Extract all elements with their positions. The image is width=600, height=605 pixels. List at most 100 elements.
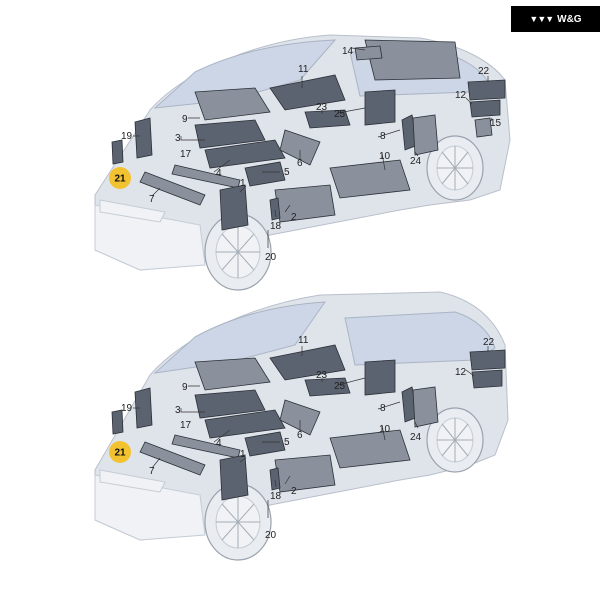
rear-wheel xyxy=(426,407,484,473)
part-1 xyxy=(219,184,249,231)
callout-1: 1 xyxy=(240,449,246,460)
callout-20: 20 xyxy=(265,530,277,541)
part-7 xyxy=(139,441,206,476)
callout-6: 6 xyxy=(297,430,303,441)
part-9 xyxy=(194,87,271,121)
callout-15: 15 xyxy=(490,118,502,129)
callout-24: 24 xyxy=(410,156,422,167)
callout-6: 6 xyxy=(297,158,303,169)
callout-12: 12 xyxy=(455,90,467,101)
part-4 xyxy=(204,139,286,169)
highlight-21: 21 xyxy=(109,167,131,189)
callout-24: 24 xyxy=(410,432,422,443)
roof-lining-part xyxy=(364,39,461,81)
callout-7: 7 xyxy=(149,194,155,205)
headlight xyxy=(99,469,166,493)
callout-20: 20 xyxy=(265,252,277,263)
front-wheel xyxy=(204,213,272,291)
part-24 xyxy=(412,114,439,156)
callout-3: 3 xyxy=(175,405,181,416)
part-24 xyxy=(412,386,439,428)
part-21 xyxy=(111,409,124,435)
callout-11: 11 xyxy=(298,335,309,346)
part-25 xyxy=(364,359,396,396)
part-1 xyxy=(219,454,249,501)
callout-21: 21 xyxy=(114,174,126,185)
estate-diagram: 11 22 12 23 25 9 19 3 17 21 4 5 6 8 10 2… xyxy=(94,291,509,561)
callout-5: 5 xyxy=(284,437,290,448)
callout-4: 4 xyxy=(216,438,222,449)
callout-9: 9 xyxy=(182,382,188,393)
callout-4: 4 xyxy=(216,168,222,179)
callout-18: 18 xyxy=(270,491,282,502)
headlight xyxy=(99,199,166,223)
callout-8: 8 xyxy=(380,131,386,142)
callout-8: 8 xyxy=(380,403,386,414)
part-6 xyxy=(279,129,321,166)
callout-17: 17 xyxy=(180,149,192,160)
brand-badge: ▼▼▼ W&G xyxy=(511,6,600,32)
part-7 xyxy=(139,171,206,206)
part-10 xyxy=(329,159,411,199)
highlight-21: 21 xyxy=(109,441,131,463)
part-5 xyxy=(244,161,286,187)
part-21 xyxy=(111,139,124,165)
part-18 xyxy=(269,467,281,491)
part-6 xyxy=(279,399,321,436)
callout-5: 5 xyxy=(284,167,290,178)
callout-12: 12 xyxy=(455,367,467,378)
callout-23: 23 xyxy=(316,102,328,113)
callout-2: 2 xyxy=(291,486,297,497)
part-9 xyxy=(194,357,271,391)
callout-17: 17 xyxy=(180,420,192,431)
front-bumper xyxy=(94,204,206,271)
callout-25: 25 xyxy=(334,109,346,120)
sedan-diagram: 11 14 22 12 15 23 25 9 19 3 17 21 4 5 6 … xyxy=(94,34,511,291)
part-5 xyxy=(244,431,286,457)
part-4 xyxy=(204,409,286,439)
callout-18: 18 xyxy=(270,221,282,232)
callout-21: 21 xyxy=(114,448,126,459)
front-bumper xyxy=(94,474,206,541)
callout-10: 10 xyxy=(379,424,391,435)
part-25 xyxy=(364,89,396,126)
callout-10: 10 xyxy=(379,151,391,162)
part-23 xyxy=(304,109,351,129)
part-23 xyxy=(304,377,351,397)
part-22 xyxy=(467,79,506,101)
callout-22: 22 xyxy=(483,337,495,348)
windshield xyxy=(153,301,327,374)
part-2 xyxy=(274,454,336,493)
windshield xyxy=(153,39,337,109)
callout-11: 11 xyxy=(298,64,309,75)
part-3 xyxy=(194,389,266,419)
front-wheel xyxy=(204,483,272,561)
brand-name: W&G xyxy=(557,13,582,25)
part-19 xyxy=(134,117,153,159)
rear-wheel xyxy=(426,135,484,201)
highlight-21-marker xyxy=(109,441,131,463)
callout-19: 19 xyxy=(121,131,133,142)
part-11 xyxy=(269,344,346,381)
callout-9: 9 xyxy=(182,114,188,125)
highlight-21-marker xyxy=(109,167,131,189)
callout-25: 25 xyxy=(334,381,346,392)
part-11 xyxy=(269,74,346,111)
callout-23: 23 xyxy=(316,370,328,381)
callout-2: 2 xyxy=(291,212,297,223)
part-15 xyxy=(474,117,493,138)
callout-3: 3 xyxy=(175,133,181,144)
part-12 xyxy=(469,99,501,118)
callout-22: 22 xyxy=(478,66,490,77)
part-12 xyxy=(471,369,503,389)
part-14 xyxy=(354,45,383,61)
part-18 xyxy=(269,197,281,221)
part-22 xyxy=(469,349,506,371)
callout-14: 14 xyxy=(342,46,354,57)
brand-logo-icon: ▼▼▼ xyxy=(529,14,554,24)
callout-7: 7 xyxy=(149,466,155,477)
part-19 xyxy=(134,387,153,429)
part-2 xyxy=(274,184,336,223)
